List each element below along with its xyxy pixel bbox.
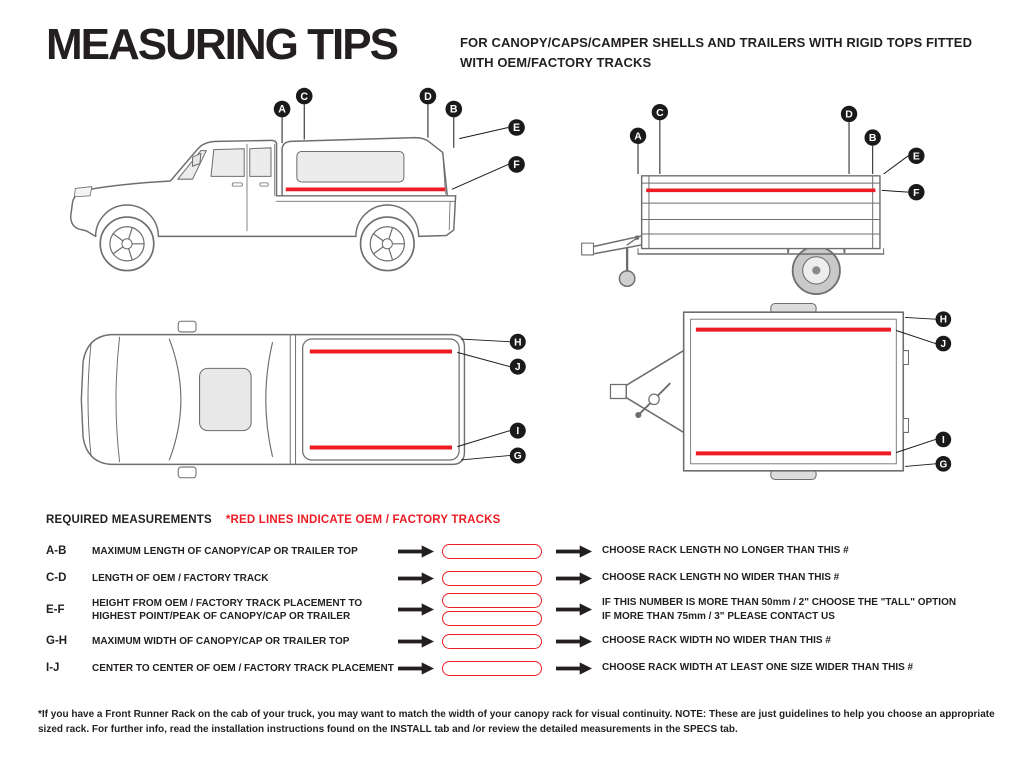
required-measurements-section: REQUIRED MEASUREMENTS *RED LINES INDICATE…	[46, 514, 1002, 683]
callout-h-badge: H	[940, 315, 947, 326]
callout-b-badge: B	[869, 133, 877, 144]
trailer-side-view-diagram: A C D B E F	[581, 103, 925, 295]
red-lines-note: *RED LINES INDICATE OEM / FACTORY TRACKS	[225, 514, 501, 526]
measurement-input-box	[442, 633, 542, 649]
measurement-input-box	[442, 593, 542, 608]
callout-i-badge: I	[942, 435, 945, 446]
truck-side-art	[69, 136, 457, 272]
trailer-top-art	[609, 302, 910, 481]
measurement-key: E-F	[46, 603, 65, 616]
measurement-input-box	[442, 660, 542, 676]
trailer-top-view-diagram: H J I G	[609, 302, 952, 481]
required-measurements-heading: REQUIRED MEASUREMENTS	[46, 514, 212, 526]
arrow-icon	[398, 634, 434, 648]
measurement-row-cd: C-D LENGTH OF OEM / FACTORY TRACK CHOOSE…	[46, 566, 1002, 590]
measurement-key: A-B	[46, 545, 67, 557]
callout-i-badge: I	[516, 426, 519, 437]
measurement-key: I-J	[46, 662, 60, 674]
arrow-icon	[556, 603, 592, 616]
arrow-icon	[398, 544, 434, 558]
measurement-input-box	[442, 611, 542, 626]
callout-j-badge: J	[941, 339, 947, 350]
page-title: MEASURING TIPS	[46, 20, 399, 69]
measurement-row-ab: A-B MAXIMUM LENGTH OF CANOPY/CAP OR TRAI…	[46, 539, 1002, 563]
truck-top-art	[80, 320, 466, 479]
measurement-description: MAXIMUM WIDTH OF CANOPY/CAP OR TRAILER T…	[92, 635, 350, 647]
arrow-icon	[398, 661, 434, 675]
truck-top-view-diagram: H J I G	[80, 320, 526, 479]
measurement-guidance: IF THIS NUMBER IS MORE THAN 50mm / 2" CH…	[602, 596, 957, 622]
footnote: *If you have a Front Runner Rack on the …	[38, 709, 995, 735]
callout-j-badge: J	[515, 362, 521, 373]
callout-c-badge: C	[300, 91, 308, 103]
measurement-description: LENGTH OF OEM / FACTORY TRACK	[92, 572, 269, 584]
measurement-guidance: CHOOSE RACK LENGTH NO WIDER THAN THIS #	[602, 572, 840, 583]
truck-top-callouts: H J I G	[457, 333, 526, 464]
measurement-guidance: CHOOSE RACK WIDTH NO WIDER THAN THIS #	[602, 635, 831, 646]
callout-d-badge: D	[424, 91, 432, 103]
truck-side-view-diagram: A C D B E F	[69, 87, 525, 272]
callout-a-badge: A	[278, 104, 286, 116]
callout-g-badge: G	[939, 459, 947, 470]
arrow-icon	[556, 544, 592, 558]
measurement-description: MAXIMUM LENGTH OF CANOPY/CAP OR TRAILER …	[92, 545, 358, 557]
callout-g-badge: G	[514, 451, 522, 462]
measurement-key: C-D	[46, 572, 67, 584]
callout-f-badge: F	[513, 159, 520, 171]
arrow-icon	[556, 661, 592, 675]
trailer-top-callouts: H J I G	[896, 311, 952, 472]
truck-side-callouts: A C D B E F	[273, 87, 525, 190]
callout-d-badge: D	[845, 110, 853, 121]
measurement-guidance: CHOOSE RACK WIDTH AT LEAST ONE SIZE WIDE…	[602, 662, 914, 673]
measurement-description: CENTER TO CENTER OF OEM / FACTORY TRACK …	[92, 662, 394, 674]
callout-f-badge: F	[913, 188, 919, 199]
page-subtitle: FOR CANOPY/CAPS/CAMPER SHELLS AND TRAILE…	[460, 35, 973, 70]
measurement-input-box	[442, 543, 542, 559]
measurement-guidance: CHOOSE RACK LENGTH NO LONGER THAN THIS #	[602, 545, 849, 556]
arrow-icon	[556, 571, 592, 585]
measurement-key: G-H	[46, 635, 68, 647]
trailer-side-callouts: A C D B E F	[629, 103, 925, 201]
callout-e-badge: E	[913, 151, 920, 162]
callout-c-badge: C	[656, 108, 664, 119]
arrow-icon	[556, 634, 592, 648]
callout-e-badge: E	[513, 122, 520, 134]
measurement-row-ef: E-F HEIGHT FROM OEM / FACTORY TRACK PLAC…	[46, 593, 1002, 626]
measurement-description: HEIGHT FROM OEM / FACTORY TRACK PLACEMEN…	[92, 597, 363, 622]
arrow-icon	[398, 603, 434, 616]
trailer-side-art	[581, 175, 885, 295]
arrow-icon	[398, 571, 434, 585]
measurement-row-ij: I-J CENTER TO CENTER OF OEM / FACTORY TR…	[46, 656, 1002, 680]
measurement-row-gh: G-H MAXIMUM WIDTH OF CANOPY/CAP OR TRAIL…	[46, 629, 1002, 653]
callout-b-badge: B	[450, 104, 458, 116]
callout-h-badge: H	[514, 337, 521, 348]
measurement-input-box	[442, 570, 542, 586]
callout-a-badge: A	[634, 131, 642, 142]
